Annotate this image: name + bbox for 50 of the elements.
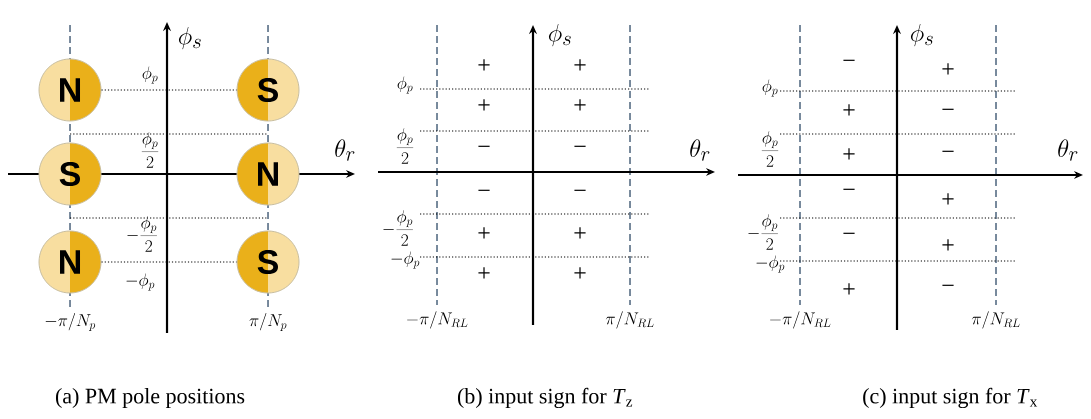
tick-label: $\phi_p$ [397, 76, 413, 94]
tick-label: $\phi_p$ [142, 66, 158, 84]
sign-symbol: + [843, 104, 855, 116]
sign-symbol: − [942, 108, 954, 110]
sign-symbol: − [574, 145, 586, 147]
axis-label: $\phi_s$ [910, 23, 933, 47]
sign-symbol: + [478, 227, 490, 239]
axis-label: $\theta_r$ [1058, 139, 1078, 161]
sign-symbol: − [942, 284, 954, 286]
sign-symbol: + [574, 59, 586, 71]
sign-symbol: − [942, 150, 954, 152]
tick-label: $-\frac{\phi_p}{2}$ [383, 210, 413, 246]
sign-symbol: + [942, 193, 954, 205]
tick-label: $-\phi_p$ [756, 255, 785, 273]
sign-symbol: + [942, 63, 954, 75]
tick-label: $-\frac{\phi_p}{2}$ [127, 216, 157, 252]
sign-symbol: + [942, 239, 954, 251]
axis-label: $\theta_r$ [690, 139, 710, 161]
sign-symbol: + [478, 99, 490, 111]
tick-label: $\frac{\phi_p}{2}$ [396, 128, 414, 164]
sign-symbol: + [478, 59, 490, 71]
sign-symbol: − [843, 188, 855, 190]
sign-symbol: − [478, 189, 490, 191]
sign-symbol: + [574, 227, 586, 239]
tick-label: $-\pi / N_{RL}$ [407, 311, 468, 329]
tick-label: $-\pi / N_p$ [45, 313, 96, 331]
sign-symbol: + [843, 148, 855, 160]
caption: (a) PM pole positions [55, 388, 245, 408]
caption: (b) input sign for T$_{z}$ [457, 387, 633, 409]
sign-symbol: + [843, 283, 855, 295]
sign-symbol: − [843, 232, 855, 234]
axis-label: $\theta_r$ [335, 139, 355, 161]
sign-symbol: − [478, 145, 490, 147]
tick-label: $-\pi / N_{RL}$ [770, 311, 831, 329]
sign-symbol: − [574, 189, 586, 191]
sign-symbol: + [574, 99, 586, 111]
tick-label: $\pi / N_{RL}$ [605, 311, 654, 329]
sign-symbol: + [574, 267, 586, 279]
caption: (c) input sign for T$_{x}$ [863, 387, 1038, 409]
tick-label: $\phi_p$ [762, 79, 778, 97]
dotted-line [100, 261, 238, 263]
tick-label: $\pi / N_{RL}$ [971, 311, 1020, 329]
tick-label: $-\phi_p$ [391, 251, 420, 269]
axis-label: $\phi_s$ [548, 23, 571, 47]
tick-label: $-\frac{\phi_p}{2}$ [748, 214, 778, 250]
sign-symbol: + [478, 267, 490, 279]
dotted-line [100, 89, 238, 91]
sign-symbol: − [843, 59, 855, 61]
tick-label: $\frac{\phi_p}{2}$ [761, 131, 779, 167]
tick-label: $\frac{\phi_p}{2}$ [141, 132, 159, 168]
